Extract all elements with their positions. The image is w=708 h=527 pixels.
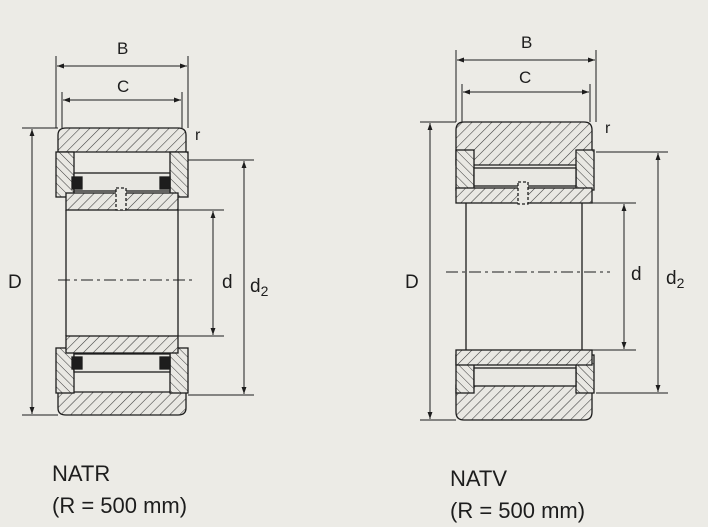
inner-ring-bottom bbox=[65, 335, 179, 354]
label-d2-sub-right: 2 bbox=[677, 275, 685, 291]
natv-labels: B C r D d d2 bbox=[405, 33, 685, 293]
natv-drawing bbox=[420, 50, 668, 421]
outer-ring-bottom bbox=[57, 391, 187, 416]
label-r-left: r bbox=[195, 127, 201, 144]
label-C-left: C bbox=[117, 77, 129, 96]
side-washer-left-top bbox=[55, 151, 75, 198]
needle-roller-bottom bbox=[73, 353, 171, 373]
natr-labels: B C r D d d2 bbox=[8, 39, 269, 299]
outer-ring-bottom bbox=[455, 384, 593, 421]
label-D-right: D bbox=[405, 272, 419, 293]
label-d2-right: d2 bbox=[666, 268, 685, 291]
label-d-right: d bbox=[631, 264, 642, 285]
side-washer-left-bottom bbox=[55, 347, 75, 394]
label-D-left: D bbox=[8, 272, 22, 293]
side-washer-left-top bbox=[455, 149, 475, 191]
model-label-natv: NATV bbox=[450, 466, 508, 491]
label-d2-left: d2 bbox=[250, 276, 269, 299]
radius-note-natv: (R = 500 mm) bbox=[450, 498, 586, 523]
radius-note-natr: (R = 500 mm) bbox=[52, 493, 188, 518]
natr-drawing bbox=[22, 56, 254, 416]
inner-ring-bottom bbox=[455, 349, 593, 366]
label-d-left: d bbox=[222, 272, 233, 293]
label-d2-base-right: d bbox=[666, 268, 677, 289]
roller-row-bottom bbox=[473, 367, 577, 387]
label-d2-sub-left: 2 bbox=[261, 283, 269, 299]
label-r-right: r bbox=[605, 120, 611, 137]
label-d2-base-left: d bbox=[250, 276, 261, 297]
label-B-left: B bbox=[117, 39, 128, 58]
side-washer-right-top bbox=[575, 149, 595, 191]
outer-ring-top bbox=[455, 121, 593, 166]
outer-ring-top bbox=[57, 127, 187, 153]
label-C-right: C bbox=[519, 68, 531, 87]
side-washer-right-bottom bbox=[169, 347, 189, 394]
label-B-right: B bbox=[521, 33, 532, 52]
model-label-natr: NATR bbox=[52, 461, 111, 486]
side-washer-right-top bbox=[169, 151, 189, 198]
